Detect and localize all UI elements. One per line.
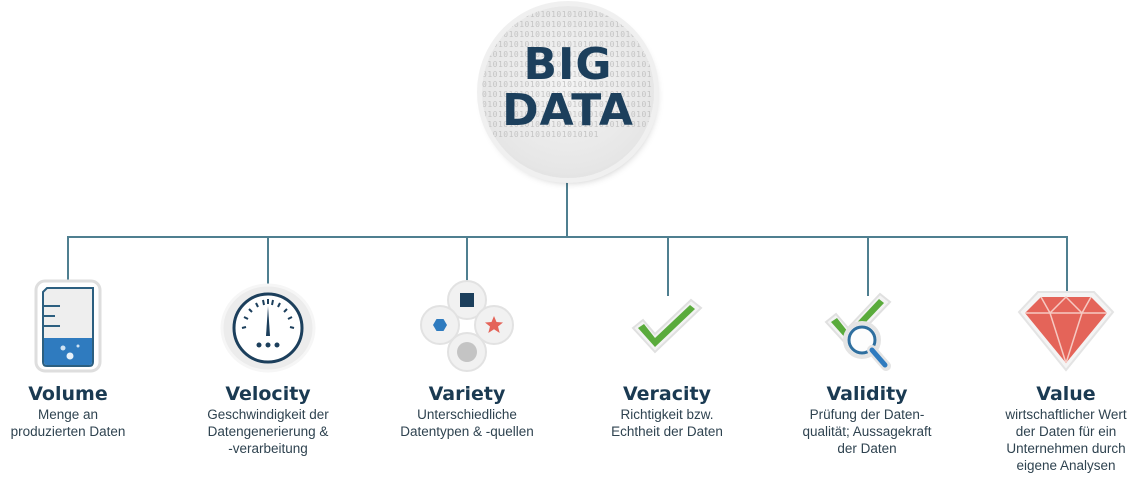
item-veracity: Veracity Richtigkeit bzw. Echtheit der D… (572, 270, 762, 440)
item-value: Value wirtschaftlicher Wert der Daten fü… (971, 270, 1140, 474)
hub-title: BIG DATA (482, 42, 654, 134)
horizontal-connector-line (67, 236, 1068, 238)
big-data-hub: 0101010101010101010101010101010101010101… (482, 6, 654, 178)
item-title: Veracity (623, 383, 711, 405)
hub-title-line1: BIG (523, 39, 613, 90)
check-magnifier-icon (824, 292, 892, 371)
item-description: Unterschiedliche Datentypen & -quellen (400, 407, 534, 439)
shapes-icon (420, 280, 514, 372)
item-variety: Variety Unterschiedliche Datentypen & -q… (372, 270, 562, 440)
connector-validity (867, 236, 869, 296)
checkmark-icon (631, 298, 703, 354)
item-description: Geschwindigkeit der Datengenerierung & -… (207, 407, 329, 456)
connector-variety (466, 236, 468, 286)
diamond-icon (1017, 291, 1115, 372)
binary-pattern: 0101010101010101010101010101010101010101… (482, 10, 653, 139)
connector-velocity (267, 236, 269, 284)
item-title: Volume (28, 383, 108, 405)
item-title: Variety (428, 383, 506, 405)
item-title: Validity (826, 383, 908, 405)
hub-connector-line (566, 180, 568, 238)
hub-title-line2: DATA (502, 85, 634, 136)
connector-volume (67, 236, 69, 286)
item-description: Richtigkeit bzw. Echtheit der Daten (611, 407, 723, 439)
connector-veracity (667, 236, 669, 296)
item-volume: Volume Menge an produzierten Daten (0, 270, 163, 440)
connector-value (1066, 236, 1068, 296)
item-description: wirtschaftlicher Wert der Daten für ein … (1005, 407, 1127, 473)
item-velocity: Velocity Geschwindigkeit der Datengeneri… (173, 270, 363, 457)
item-description: Prüfung der Daten- qualität; Aussagekraf… (802, 407, 932, 456)
item-description: Menge an produzierten Daten (10, 407, 126, 439)
speedometer-icon (220, 283, 316, 373)
item-validity: Validity Prüfung der Daten- qualität; Au… (772, 270, 962, 457)
item-title: Velocity (225, 383, 311, 405)
item-title: Value (1036, 383, 1096, 405)
beaker-icon (34, 279, 102, 373)
